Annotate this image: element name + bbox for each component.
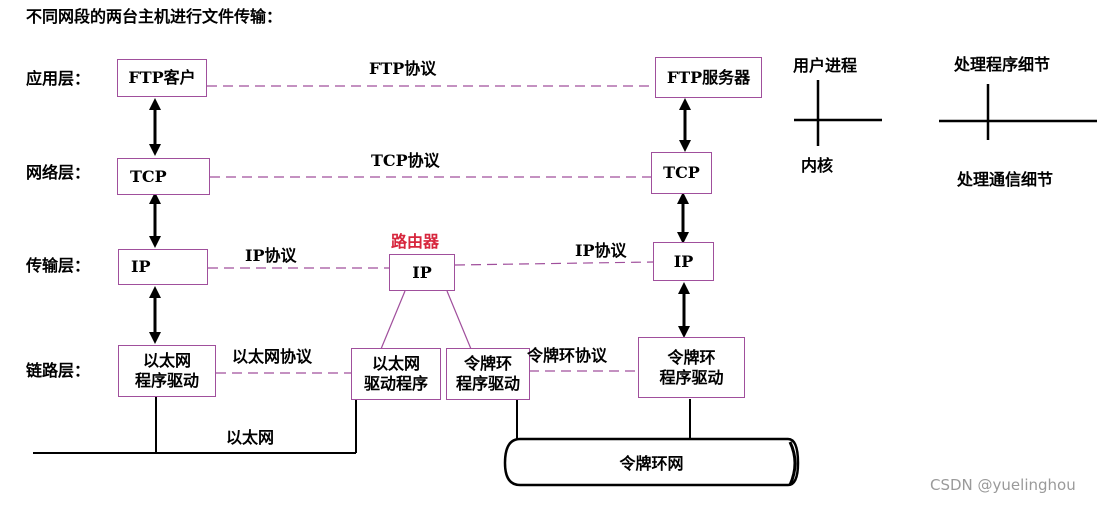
host-b-tcp-label: TCP [663, 163, 700, 182]
router-ethernet-driver-line2: 驱动程序 [363, 374, 428, 393]
token-ring-network-shadow [788, 441, 797, 486]
host-b-ip-label: IP [673, 251, 694, 271]
host-b-token-ring-driver-box: 令牌环 程序驱动 [638, 337, 745, 398]
host-b-ip-box: IP [653, 242, 714, 281]
router-label: 路由器 [391, 232, 440, 251]
router-ethernet-driver-line1: 以太网 [371, 354, 420, 373]
diagram-title: 不同网段的两台主机进行文件传输： [26, 7, 283, 26]
host-b-tcp-box: TCP [651, 152, 712, 194]
router-link-ethernet [380, 290, 406, 350]
token-ring-network-shape [503, 437, 800, 487]
layer-label-application: 应用层： [26, 69, 91, 88]
host-a-ftp-box: FTP客户 [117, 59, 207, 97]
legend-kernel-label: 内核 [801, 156, 834, 175]
host-a-ethernet-driver-line2: 程序驱动 [134, 371, 199, 390]
ip-protocol-label-left: IP协议 [245, 246, 297, 265]
host-b-token-ring-driver-line2: 程序驱动 [659, 367, 724, 387]
host-a-ip-label: IP [131, 257, 151, 276]
router-ip-box: IP [389, 254, 455, 291]
legend-communication-detail-label: 处理通信细节 [957, 170, 1054, 189]
router-token-ring-driver-line1: 令牌环 [463, 354, 512, 373]
watermark-text: CSDN @yuelinghou [930, 476, 1076, 494]
host-a-tcp-box: TCP [117, 158, 210, 195]
router-token-ring-driver-line2: 程序驱动 [455, 374, 520, 393]
ethernet-network-label: 以太网 [226, 428, 275, 447]
host-a-tcp-label: TCP [130, 166, 167, 186]
ip-protocol-label-right: IP协议 [575, 241, 627, 260]
token-ring-network-label: 令牌环网 [619, 454, 684, 473]
host-a-ethernet-driver-line1: 以太网 [142, 351, 191, 370]
legend-application-detail-label: 处理程序细节 [954, 55, 1051, 74]
router-ip-label: IP [412, 262, 432, 282]
legend-user-process-label: 用户进程 [793, 56, 858, 75]
router-link-token-ring [446, 290, 472, 350]
router-token-ring-driver-box: 令牌环 程序驱动 [446, 348, 530, 400]
ip-protocol-line-right [454, 261, 654, 266]
host-a-ip-box: IP [118, 249, 208, 285]
host-a-ethernet-driver-box: 以太网 程序驱动 [118, 345, 216, 397]
host-b-token-ring-driver-line1: 令牌环 [667, 347, 716, 367]
host-b-ftp-label: FTP服务器 [666, 67, 751, 87]
tcp-protocol-label: TCP协议 [371, 151, 440, 170]
host-b-ftp-box: FTP服务器 [655, 57, 762, 98]
ftp-protocol-label: FTP协议 [369, 59, 437, 78]
router-ethernet-driver-box: 以太网 驱动程序 [351, 348, 441, 400]
host-a-ftp-label: FTP客户 [128, 68, 196, 87]
layer-label-transport: 传输层： [26, 256, 91, 275]
layer-label-link: 链路层： [26, 361, 91, 380]
ethernet-protocol-label: 以太网协议 [232, 347, 313, 366]
layer-label-network: 网络层： [26, 163, 91, 182]
token-ring-protocol-label: 令牌环协议 [527, 346, 608, 365]
